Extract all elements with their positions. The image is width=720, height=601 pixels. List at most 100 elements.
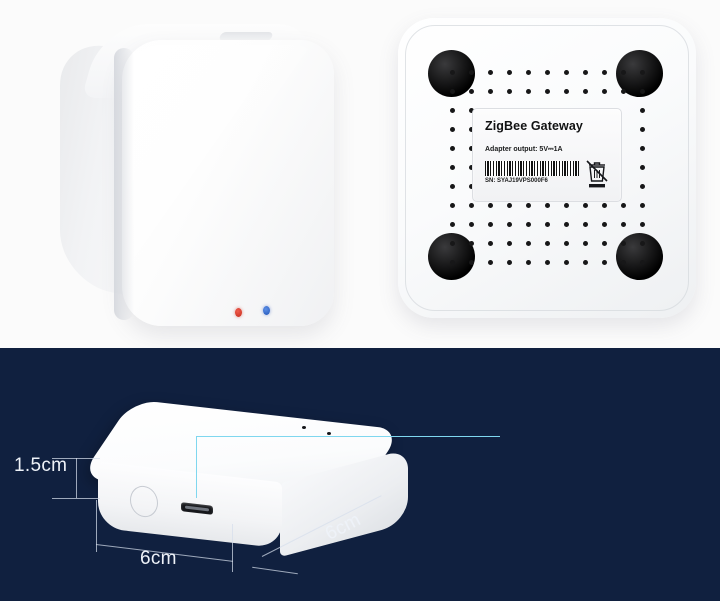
vent-hole [450, 127, 455, 132]
vent-hole [545, 260, 550, 265]
gateway-bottom-view: ZigBee Gateway Adapter output: 5V⎓1A SN:… [398, 18, 696, 318]
vent-hole [583, 260, 588, 265]
top-panel: ZigBee Gateway Adapter output: 5V⎓1A SN:… [52, 18, 696, 328]
vent-hole [450, 89, 455, 94]
label-serial-number: SN: SYAJ19VPS000F6 [485, 178, 548, 184]
dimension-extension-line [232, 524, 233, 572]
vent-hole [621, 260, 626, 265]
vent-hole [469, 165, 474, 170]
vent-hole [545, 89, 550, 94]
vent-hole [640, 241, 645, 246]
vent-hole [640, 108, 645, 113]
weee-bin-icon [586, 160, 608, 188]
vent-hole [545, 70, 550, 75]
vent-hole [450, 203, 455, 208]
vent-hole [621, 89, 626, 94]
vent-hole [450, 108, 455, 113]
indicator-pinhole-icon [302, 426, 306, 429]
vent-hole [526, 222, 531, 227]
vent-hole [507, 70, 512, 75]
vent-hole [469, 184, 474, 189]
vent-hole [602, 241, 607, 246]
dimension-extension-line [96, 500, 97, 552]
vent-hole [526, 89, 531, 94]
vent-hole [469, 127, 474, 132]
vent-hole [621, 203, 626, 208]
vent-hole [564, 89, 569, 94]
vent-hole [564, 260, 569, 265]
bottom-panel: 1.5cm 6cm 6cm [0, 348, 720, 601]
vent-hole [488, 260, 493, 265]
vent-hole [583, 222, 588, 227]
network-led-icon [263, 306, 270, 315]
vent-hole [640, 70, 645, 75]
vent-hole [488, 203, 493, 208]
vent-hole [450, 184, 455, 189]
vent-hole [488, 222, 493, 227]
vent-hole [621, 70, 626, 75]
vent-hole [526, 70, 531, 75]
dimension-label-width: 6cm [140, 548, 177, 569]
vent-hole [450, 146, 455, 151]
vent-hole [450, 241, 455, 246]
vent-hole [450, 222, 455, 227]
vent-hole [564, 203, 569, 208]
vent-hole [640, 222, 645, 227]
vent-hole [469, 70, 474, 75]
vent-hole [545, 241, 550, 246]
barcode-icon [485, 161, 579, 176]
label-product-name: ZigBee Gateway [485, 119, 583, 133]
vent-hole [640, 184, 645, 189]
vent-hole [621, 222, 626, 227]
dimension-label-height: 1.5cm [14, 455, 68, 476]
vent-hole [564, 241, 569, 246]
vent-hole [583, 241, 588, 246]
vent-hole [526, 241, 531, 246]
ventilation-hole-grid [450, 70, 646, 270]
vent-hole [469, 203, 474, 208]
vent-hole [507, 222, 512, 227]
vent-hole [640, 260, 645, 265]
product-label: ZigBee Gateway Adapter output: 5V⎓1A SN:… [472, 108, 622, 202]
callout-line-horizontal [196, 436, 500, 437]
vent-hole [450, 260, 455, 265]
vent-hole [526, 203, 531, 208]
power-led-icon [235, 308, 242, 317]
vent-hole [488, 241, 493, 246]
rubber-foot [616, 233, 663, 280]
vent-hole [640, 127, 645, 132]
callout-line-vertical [196, 436, 197, 498]
vent-hole [564, 222, 569, 227]
gateway-front-view [52, 18, 342, 328]
vent-hole [640, 89, 645, 94]
vent-hole [469, 222, 474, 227]
vent-hole [545, 222, 550, 227]
vent-hole [583, 70, 588, 75]
vent-hole [602, 89, 607, 94]
dimension-line-height [76, 458, 77, 498]
vent-hole [602, 203, 607, 208]
vent-hole [583, 203, 588, 208]
vent-hole [507, 203, 512, 208]
vent-hole [469, 146, 474, 151]
vent-hole [583, 89, 588, 94]
vent-hole [640, 203, 645, 208]
vent-hole [507, 89, 512, 94]
vent-hole [450, 165, 455, 170]
vent-hole [469, 89, 474, 94]
vent-hole [545, 203, 550, 208]
vent-hole [640, 146, 645, 151]
vent-hole [488, 70, 493, 75]
vent-hole [602, 70, 607, 75]
vent-hole [602, 260, 607, 265]
vent-hole [564, 70, 569, 75]
vent-hole [602, 222, 607, 227]
gateway-dimension-view [79, 399, 414, 558]
vent-hole [640, 165, 645, 170]
vent-hole [450, 70, 455, 75]
vent-hole [469, 260, 474, 265]
indicator-pinhole-icon [327, 432, 331, 435]
vent-hole [469, 241, 474, 246]
gateway-seam [114, 48, 134, 320]
